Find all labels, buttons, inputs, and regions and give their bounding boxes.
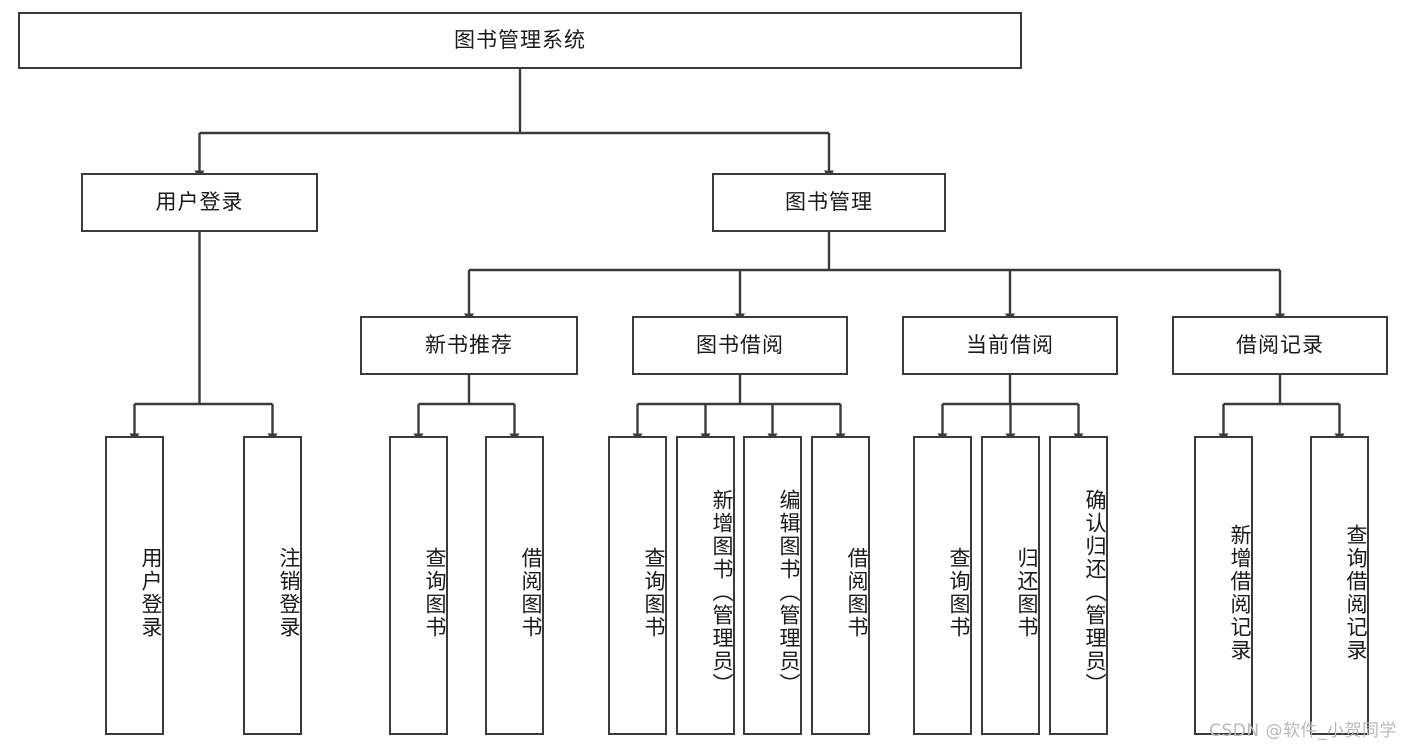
node-leaf-query-book-3-label: 查询图书 <box>947 546 971 639</box>
node-leaf-query-book-1-label: 查询图书 <box>423 546 447 639</box>
node-leaf-add-record[interactable]: 新增借阅记录 <box>1194 436 1253 735</box>
node-leaf-confirm-return[interactable]: 确认归还（管理员） <box>1049 436 1108 735</box>
node-root[interactable]: 图书管理系统 <box>18 12 1022 69</box>
node-leaf-query-record-label: 查询借阅记录 <box>1344 523 1368 662</box>
node-current-borrow[interactable]: 当前借阅 <box>902 316 1118 375</box>
node-leaf-add-book[interactable]: 新增图书（管理员） <box>676 436 735 735</box>
node-borrow-record[interactable]: 借阅记录 <box>1172 316 1388 375</box>
node-leaf-query-record[interactable]: 查询借阅记录 <box>1310 436 1369 735</box>
connector-lines <box>129 69 1345 443</box>
node-leaf-add-record-label: 新增借阅记录 <box>1228 523 1252 662</box>
node-leaf-edit-book[interactable]: 编辑图书（管理员） <box>743 436 802 735</box>
node-leaf-query-book-1[interactable]: 查询图书 <box>389 436 448 735</box>
node-leaf-user-login-label: 用户登录 <box>139 546 163 639</box>
node-leaf-query-book-2-label: 查询图书 <box>642 546 666 639</box>
node-leaf-borrow-book-1-label: 借阅图书 <box>519 546 543 639</box>
node-book-borrow-label: 图书借阅 <box>696 332 784 357</box>
node-leaf-logout[interactable]: 注销登录 <box>243 436 302 735</box>
node-leaf-add-book-label: 新增图书（管理员） <box>710 489 734 696</box>
node-leaf-logout-label: 注销登录 <box>277 546 301 639</box>
node-leaf-borrow-book-1[interactable]: 借阅图书 <box>485 436 544 735</box>
node-leaf-borrow-book-2-label: 借阅图书 <box>845 546 869 639</box>
node-leaf-return-book-label: 归还图书 <box>1015 546 1039 639</box>
node-leaf-query-book-2[interactable]: 查询图书 <box>608 436 667 735</box>
node-leaf-user-login[interactable]: 用户登录 <box>105 436 164 735</box>
node-leaf-edit-book-label: 编辑图书（管理员） <box>777 489 801 696</box>
node-leaf-query-book-3[interactable]: 查询图书 <box>913 436 972 735</box>
node-book-manage[interactable]: 图书管理 <box>712 173 946 232</box>
node-root-label: 图书管理系统 <box>454 27 586 52</box>
node-leaf-return-book[interactable]: 归还图书 <box>981 436 1040 735</box>
node-leaf-confirm-return-label: 确认归还（管理员） <box>1083 489 1107 696</box>
csdn-watermark: CSDN @软件_小贺同学 <box>1209 721 1397 741</box>
node-user-login-label: 用户登录 <box>155 189 244 214</box>
node-book-manage-label: 图书管理 <box>785 189 873 214</box>
node-new-book-rec[interactable]: 新书推荐 <box>360 316 578 375</box>
node-current-borrow-label: 当前借阅 <box>966 332 1054 357</box>
node-borrow-record-label: 借阅记录 <box>1236 332 1324 357</box>
node-book-borrow[interactable]: 图书借阅 <box>632 316 848 375</box>
node-new-book-rec-label: 新书推荐 <box>425 332 513 357</box>
node-user-login[interactable]: 用户登录 <box>81 173 318 232</box>
node-leaf-borrow-book-2[interactable]: 借阅图书 <box>811 436 870 735</box>
